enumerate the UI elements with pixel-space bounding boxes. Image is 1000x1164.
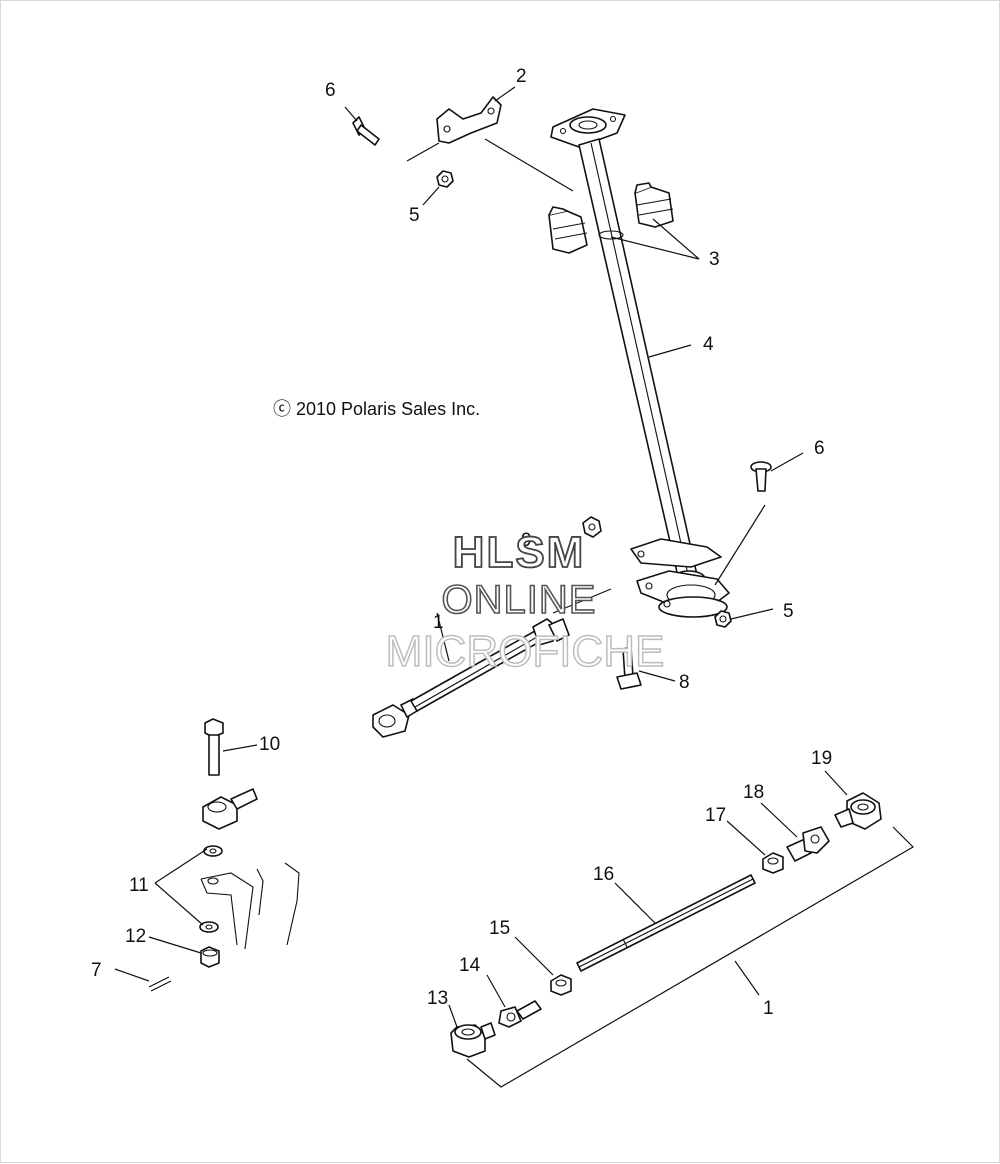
callout-1-lower: 1 bbox=[763, 998, 774, 1019]
callout-5-top: 5 bbox=[409, 205, 420, 226]
callout-19: 19 bbox=[811, 748, 832, 769]
callout-16: 16 bbox=[593, 864, 614, 885]
watermark-line-1: HLSM bbox=[453, 528, 586, 577]
bolt-top bbox=[352, 116, 380, 146]
callout-5-right: 5 bbox=[783, 601, 794, 622]
rod-end-nineteen bbox=[834, 792, 882, 830]
nut-twelve bbox=[200, 946, 220, 968]
callout-1-upper: 1 bbox=[433, 612, 444, 633]
steering-post bbox=[550, 108, 730, 618]
callout-12: 12 bbox=[125, 926, 146, 947]
rod-end-thirteen bbox=[450, 1022, 496, 1058]
clamp bbox=[436, 96, 502, 144]
callout-8: 8 bbox=[679, 672, 690, 693]
callout-11: 11 bbox=[129, 875, 149, 896]
callout-4: 4 bbox=[703, 334, 714, 355]
tie-rod-assembly-upper bbox=[372, 618, 570, 738]
nut-fifteen bbox=[550, 974, 572, 996]
nut-top bbox=[436, 170, 454, 188]
bolt-eight bbox=[616, 646, 642, 690]
callout-10: 10 bbox=[259, 734, 280, 755]
steering-arm bbox=[200, 862, 300, 950]
callout-7: 7 bbox=[91, 960, 102, 981]
watermark-line-3: MICROFICHE bbox=[386, 627, 665, 676]
callout-13: 13 bbox=[427, 988, 448, 1009]
washer-upper bbox=[203, 845, 223, 857]
leader-lines bbox=[114, 86, 914, 1088]
callout-labels: 6 2 5 3 4 6 9 1 5 8 10 11 12 7 13 14 15 … bbox=[91, 66, 832, 1019]
bushing-left bbox=[548, 206, 588, 254]
ball-joint-fourteen bbox=[498, 1000, 542, 1028]
callout-6-top: 6 bbox=[325, 80, 336, 101]
nut-nine bbox=[582, 516, 602, 538]
copyright-notice: ⓒ 2010 Polaris Sales Inc. bbox=[273, 399, 480, 419]
ball-joint-eighteen bbox=[786, 826, 830, 862]
callout-9: 9 bbox=[521, 530, 532, 551]
rod-end-left bbox=[202, 788, 258, 830]
callout-3: 3 bbox=[709, 249, 720, 270]
callout-15: 15 bbox=[489, 918, 510, 939]
callout-14: 14 bbox=[459, 955, 481, 976]
tie-rod-shaft bbox=[576, 874, 756, 972]
callout-2: 2 bbox=[516, 66, 527, 87]
watermark-line-2: ONLINE bbox=[442, 578, 597, 622]
bushing-right bbox=[634, 182, 674, 228]
bolt-ten bbox=[204, 718, 224, 776]
callout-18: 18 bbox=[743, 782, 764, 803]
watermark: HLSM ONLINE MICROFICHE bbox=[385, 527, 665, 677]
nut-right bbox=[714, 610, 732, 628]
washer-lower bbox=[199, 921, 219, 933]
callout-17: 17 bbox=[705, 805, 726, 826]
bolt-right bbox=[750, 461, 772, 492]
cotter-pin bbox=[148, 976, 172, 992]
nut-seventeen bbox=[762, 852, 784, 874]
callout-6-right: 6 bbox=[814, 438, 825, 459]
